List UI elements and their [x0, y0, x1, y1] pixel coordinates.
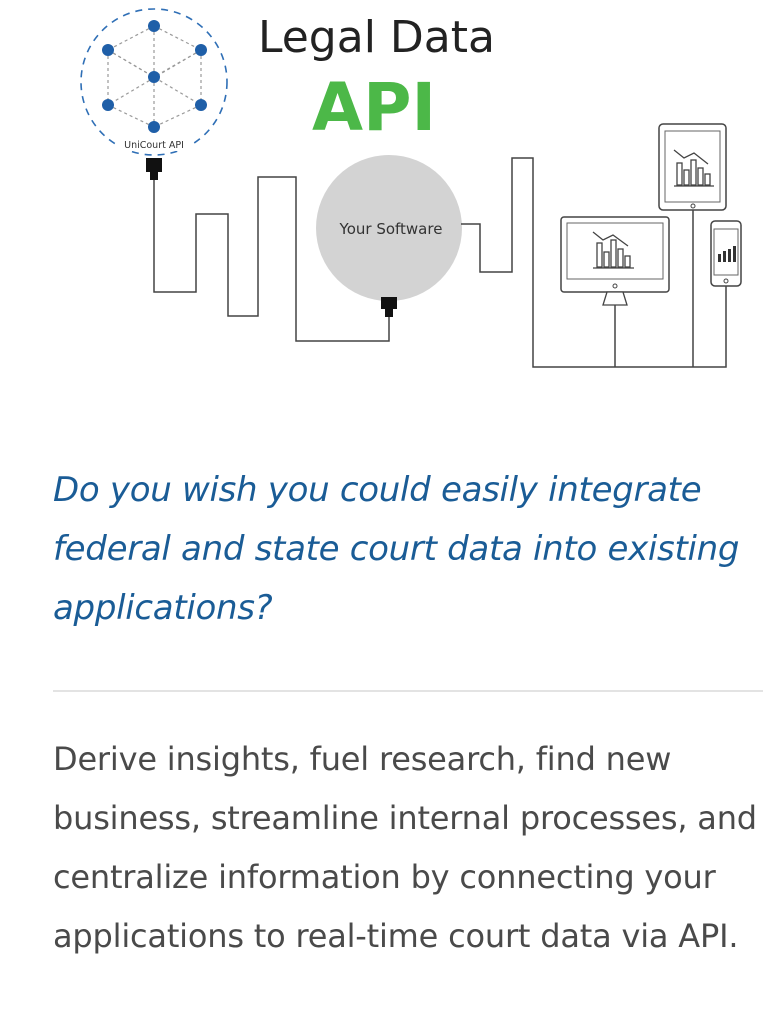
intro-question: Do you wish you could easily integrate f… — [53, 470, 740, 628]
section-divider — [53, 690, 763, 692]
tablet-chart-icon — [658, 123, 727, 211]
unicourt-label: UniCourt API — [124, 140, 184, 151]
api-label: API — [312, 69, 436, 146]
hero-illustration: UniCourt API Legal Data API Your Softwar… — [80, 8, 742, 368]
monitor-chart-icon — [560, 216, 670, 306]
network-cube-icon — [80, 8, 228, 156]
device-wire — [461, 157, 727, 368]
software-label: Your Software — [339, 220, 443, 238]
phone-chart-icon — [710, 220, 742, 287]
plug-icon — [146, 158, 162, 180]
hero-title: Legal Data — [258, 12, 495, 63]
software-circle — [316, 155, 462, 301]
plug-icon — [381, 297, 397, 317]
body-paragraph: Derive insights, fuel research, find new… — [53, 740, 757, 955]
connection-wire — [153, 176, 390, 342]
